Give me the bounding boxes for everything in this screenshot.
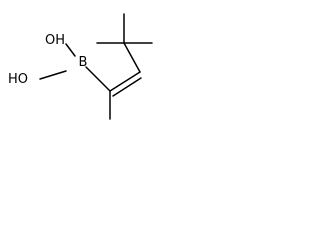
bond-boron-hydroxyl-top: [65, 43, 76, 57]
bond-boron-carbon: [85, 66, 111, 92]
bond-double-inner: [112, 77, 142, 97]
atom-hydroxyl-bottom-label: HO: [8, 72, 28, 87]
atom-hydroxyl-top-label: OH: [45, 33, 65, 48]
bond-boron-hydroxyl-bottom: [39, 70, 67, 80]
chemical-structure: B OH HO: [8, 13, 153, 120]
atom-boron-label: B: [79, 55, 88, 70]
bond-double-outer: [109, 71, 141, 92]
bond-vinyl-tertbutyl: [123, 42, 141, 73]
